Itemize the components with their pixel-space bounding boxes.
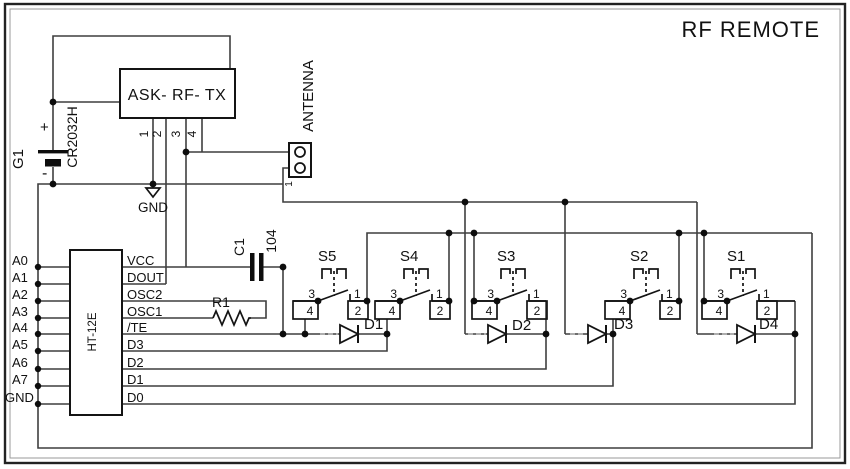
s4-pin1: 1 bbox=[436, 287, 443, 301]
pin-label-d2: D2 bbox=[127, 355, 144, 370]
antenna-label: ANTENNA bbox=[300, 60, 317, 132]
s3-pin4: 4 bbox=[486, 304, 493, 318]
s4-pin4: 4 bbox=[389, 304, 396, 318]
diode-d4-label: D4 bbox=[759, 316, 778, 333]
s2-pin3: 3 bbox=[620, 287, 627, 301]
s3-pin2: 2 bbox=[534, 304, 541, 318]
antenna-connector: ANTENNA 1 bbox=[284, 60, 317, 187]
pin-label-d3: D3 bbox=[127, 337, 144, 352]
pin-label-osc2: OSC2 bbox=[127, 287, 162, 302]
page-title: RF REMOTE bbox=[681, 17, 820, 42]
rf-tx-module-label: ASK- RF- TX bbox=[128, 87, 227, 104]
s2-pin2: 2 bbox=[667, 304, 674, 318]
switch-s1: S1 3 1 4 2 bbox=[701, 248, 795, 320]
switch-s4-label: S4 bbox=[400, 248, 418, 265]
switch-s4: S4 3 1 4 2 bbox=[374, 248, 451, 320]
resistor-r1: R1 bbox=[212, 294, 251, 328]
module-pin-3-label: 3 bbox=[169, 130, 183, 137]
encoder-ic-label: HT-12E bbox=[87, 312, 99, 351]
battery-positive-plate bbox=[38, 150, 68, 154]
module-pin-1-label: 1 bbox=[137, 130, 151, 137]
s1-pin4: 4 bbox=[716, 304, 723, 318]
s5-pin3: 3 bbox=[308, 287, 315, 301]
battery-value: CR2032H bbox=[64, 106, 80, 167]
s4-pin2: 2 bbox=[437, 304, 444, 318]
diode-d2-label: D2 bbox=[512, 317, 531, 334]
capacitor-value: 104 bbox=[263, 229, 279, 253]
pin-label-a2: A2 bbox=[12, 287, 28, 302]
s5-pin1: 1 bbox=[354, 287, 361, 301]
switch-s3: S3 3 1 4 2 bbox=[471, 248, 548, 320]
antenna-pin1-label: 1 bbox=[284, 181, 295, 187]
ic-left-pin-labels: A0 A1 A2 A3 A4 A5 A6 A7 GND bbox=[5, 253, 34, 405]
pin-label-a7: A7 bbox=[12, 372, 28, 387]
module-pin-4-label: 4 bbox=[185, 130, 199, 137]
module-pin-2-label: 2 bbox=[150, 130, 164, 137]
pin-label-d0: D0 bbox=[127, 390, 144, 405]
s2-pin1: 1 bbox=[666, 287, 673, 301]
junction-dots bbox=[34, 98, 799, 408]
switch-s5-label: S5 bbox=[318, 248, 336, 265]
battery-minus-sign: - bbox=[42, 165, 47, 182]
battery: G1 + - CR2032H bbox=[10, 106, 80, 182]
drawing-border bbox=[3, 2, 847, 465]
rf-tx-module: ASK- RF- TX 1 2 3 4 bbox=[119, 68, 236, 137]
s4-pin3: 3 bbox=[390, 287, 397, 301]
pin-label-dout: DOUT bbox=[127, 270, 164, 285]
pin-label-a5: A5 bbox=[12, 337, 28, 352]
battery-plus-sign: + bbox=[40, 119, 49, 136]
ic-right-pin-labels: VCC DOUT OSC2 OSC1 /TE D3 D2 D1 D0 bbox=[127, 253, 164, 405]
s3-pin3: 3 bbox=[487, 287, 494, 301]
pin-label-vcc: VCC bbox=[127, 253, 154, 268]
battery-negative-plate bbox=[45, 159, 61, 167]
gnd-label: GND bbox=[138, 200, 168, 215]
switch-s1-label: S1 bbox=[727, 248, 745, 265]
switch-s2: S2 3 1 4 2 bbox=[604, 248, 681, 320]
pin-label-d1: D1 bbox=[127, 372, 144, 387]
s1-pin1: 1 bbox=[763, 287, 770, 301]
switch-s3-label: S3 bbox=[497, 248, 515, 265]
capacitor-c1: C1 104 bbox=[231, 229, 279, 281]
s1-pin2: 2 bbox=[764, 304, 771, 318]
switch-s2-label: S2 bbox=[630, 248, 648, 265]
capacitor-designator: C1 bbox=[231, 238, 247, 256]
diode-d3-label: D3 bbox=[614, 316, 633, 333]
pin-label-a4: A4 bbox=[12, 320, 28, 335]
pin-label-gnd: GND bbox=[5, 390, 34, 405]
pin-label-a3: A3 bbox=[12, 304, 28, 319]
diode-d1: D1 bbox=[339, 316, 383, 345]
diode-d3: D3 bbox=[587, 316, 633, 345]
gnd-symbol: GND bbox=[138, 187, 168, 215]
pin-label-a6: A6 bbox=[12, 355, 28, 370]
battery-designator: G1 bbox=[10, 149, 27, 169]
pin-label-te: /TE bbox=[127, 320, 148, 335]
s3-pin1: 1 bbox=[533, 287, 540, 301]
switch-s5: S5 3 1 4 2 bbox=[292, 248, 369, 320]
encoder-ic: HT-12E A0 A1 A2 A3 A4 A5 A6 A7 GND VCC D… bbox=[5, 249, 164, 416]
s5-pin2: 2 bbox=[355, 304, 362, 318]
wires bbox=[37, 35, 813, 449]
diode-d4: D4 bbox=[736, 316, 778, 345]
s1-pin3: 3 bbox=[717, 287, 724, 301]
s2-pin4: 4 bbox=[619, 304, 626, 318]
pin-label-a0: A0 bbox=[12, 253, 28, 268]
resistor-designator: R1 bbox=[212, 294, 230, 310]
s5-pin4: 4 bbox=[307, 304, 314, 318]
diode-d2: D2 bbox=[487, 317, 531, 345]
pin-label-osc1: OSC1 bbox=[127, 304, 162, 319]
diode-d1-label: D1 bbox=[364, 316, 383, 333]
pin-label-a1: A1 bbox=[12, 270, 28, 285]
